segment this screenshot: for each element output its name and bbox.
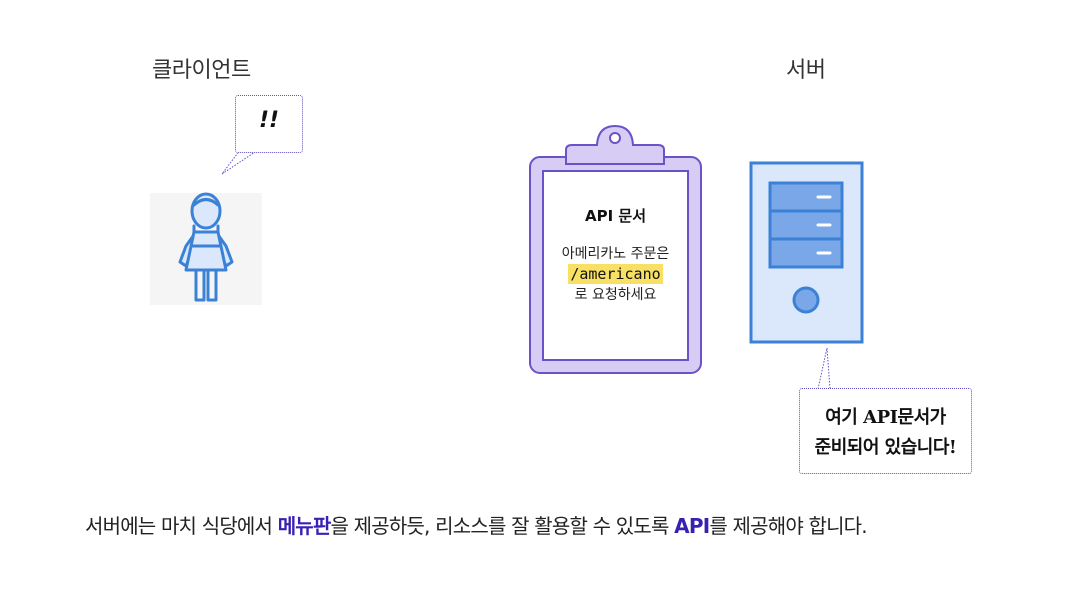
server-bubble-line-2: 준비되어 있습니다! [814, 437, 957, 458]
caption-part-1: 서버에는 마치 식당에서 [85, 514, 278, 538]
server-speech-bubble: 여기 API문서가 준비되어 있습니다! [799, 388, 972, 474]
client-label: 클라이언트 [152, 58, 251, 83]
person-icon [150, 192, 262, 305]
caption-text: 서버에는 마치 식당에서 메뉴판을 제공하듯, 리소스를 잘 활용할 수 있도록… [85, 510, 868, 539]
client-bubble-text: !! [258, 108, 280, 133]
caption-highlight-api: API [674, 514, 710, 538]
client-bubble-tail [221, 149, 259, 175]
api-document-line-3: 로 요청하세요 [574, 287, 657, 303]
caption-part-3: 를 제공해야 합니다. [709, 514, 867, 538]
caption-highlight-menu: 메뉴판 [277, 514, 332, 538]
server-label: 서버 [786, 58, 826, 83]
server-bubble-tail [817, 347, 831, 390]
api-document-line-1: 아메리카노 주문은 [561, 246, 670, 262]
client-speech-bubble: !! [235, 95, 303, 153]
api-document-content: API 문서 아메리카노 주문은 /americano 로 요청하세요 [543, 205, 688, 305]
caption-part-2: 을 제공하듯, 리소스를 잘 활용할 수 있도록 [330, 514, 675, 538]
server-icon [749, 161, 864, 344]
api-document-title: API 문서 [584, 207, 646, 225]
api-endpoint-code: /americano [568, 264, 663, 284]
server-bubble-line-1: 여기 API문서가 [825, 407, 946, 428]
